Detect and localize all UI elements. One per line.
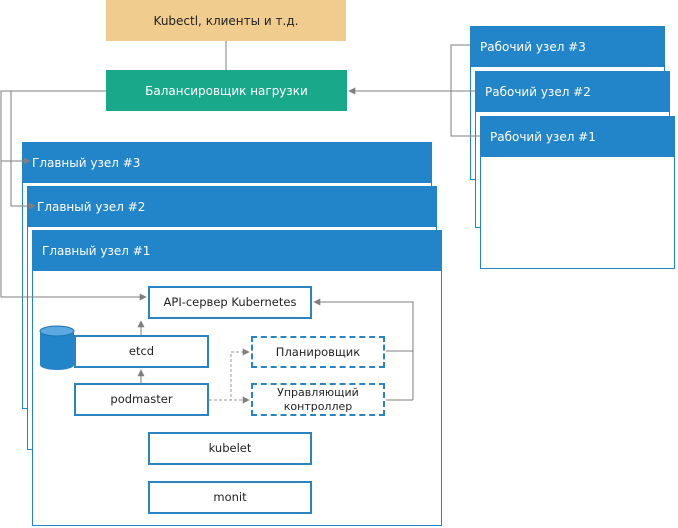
api-server-box: API-сервер Kubernetes (148, 286, 312, 319)
worker-node-1-title: Рабочий узел #1 (481, 117, 674, 157)
podmaster-box: podmaster (74, 383, 209, 416)
master-node-2-title: Главный узел #2 (28, 187, 436, 227)
master-node-1-title: Главный узел #1 (33, 231, 441, 271)
scheduler-box: Планировщик (251, 336, 385, 368)
monit-box: monit (148, 481, 312, 514)
kubelet-box: kubelet (148, 432, 312, 465)
worker-node-3-title: Рабочий узел #3 (471, 27, 664, 67)
controller-manager-box: Управляющий контроллер (251, 383, 385, 416)
worker-node-1: Рабочий узел #1 (480, 116, 675, 269)
clients-box: Kubectl, клиенты и т.д. (106, 0, 346, 41)
etcd-box: etcd (74, 335, 209, 368)
load-balancer-box: Балансировщик нагрузки (106, 70, 347, 111)
worker-node-2-title: Рабочий узел #2 (476, 72, 669, 112)
master-node-3-title: Главный узел #3 (23, 143, 431, 183)
